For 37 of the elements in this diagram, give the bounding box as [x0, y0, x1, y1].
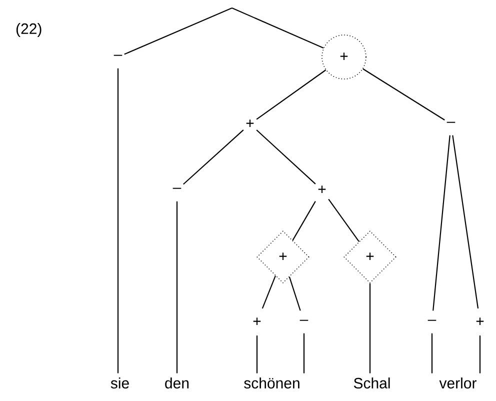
feature-sign: –: [300, 320, 308, 321]
tree-branch: [176, 201, 178, 374]
tree-branch: [303, 333, 305, 374]
word: sie: [110, 377, 129, 388]
word: den: [165, 377, 189, 388]
word: Schal: [354, 377, 390, 388]
word: verlor: [439, 377, 476, 388]
tree-branch: [432, 135, 450, 311]
tree-branch: [117, 68, 119, 374]
tree-branch: [256, 70, 326, 120]
diamond-feature-sign: +: [256, 230, 310, 284]
tree-branch: [479, 336, 481, 374]
feature-sign: –: [114, 54, 122, 56]
feature-sign: +: [246, 120, 254, 127]
circled-feature-sign: +: [322, 34, 366, 80]
tree-branch: [288, 276, 301, 311]
tree-branch: [369, 283, 371, 374]
tree-branch: [232, 8, 324, 49]
tree-branch: [124, 8, 232, 55]
tree-branch: [362, 68, 445, 120]
diamond-feature-sign: +: [344, 230, 396, 284]
word: schönen: [244, 377, 300, 388]
feature-sign: +: [318, 186, 326, 193]
feature-sign: –: [428, 320, 436, 321]
tree-branch: [183, 130, 244, 185]
feature-sign: –: [172, 188, 182, 189]
tree-branch: [262, 276, 276, 309]
tree-branch: [256, 130, 316, 184]
feature-sign: +: [253, 318, 261, 325]
example-number: (22): [16, 23, 42, 37]
feature-sign: –: [446, 122, 456, 123]
tree-branch: [256, 336, 258, 374]
tree-branch: [292, 201, 316, 241]
feature-sign: +: [476, 318, 484, 325]
tree-branch: [431, 333, 433, 374]
tree-branch: [328, 198, 360, 242]
tree-branch: [452, 135, 479, 309]
